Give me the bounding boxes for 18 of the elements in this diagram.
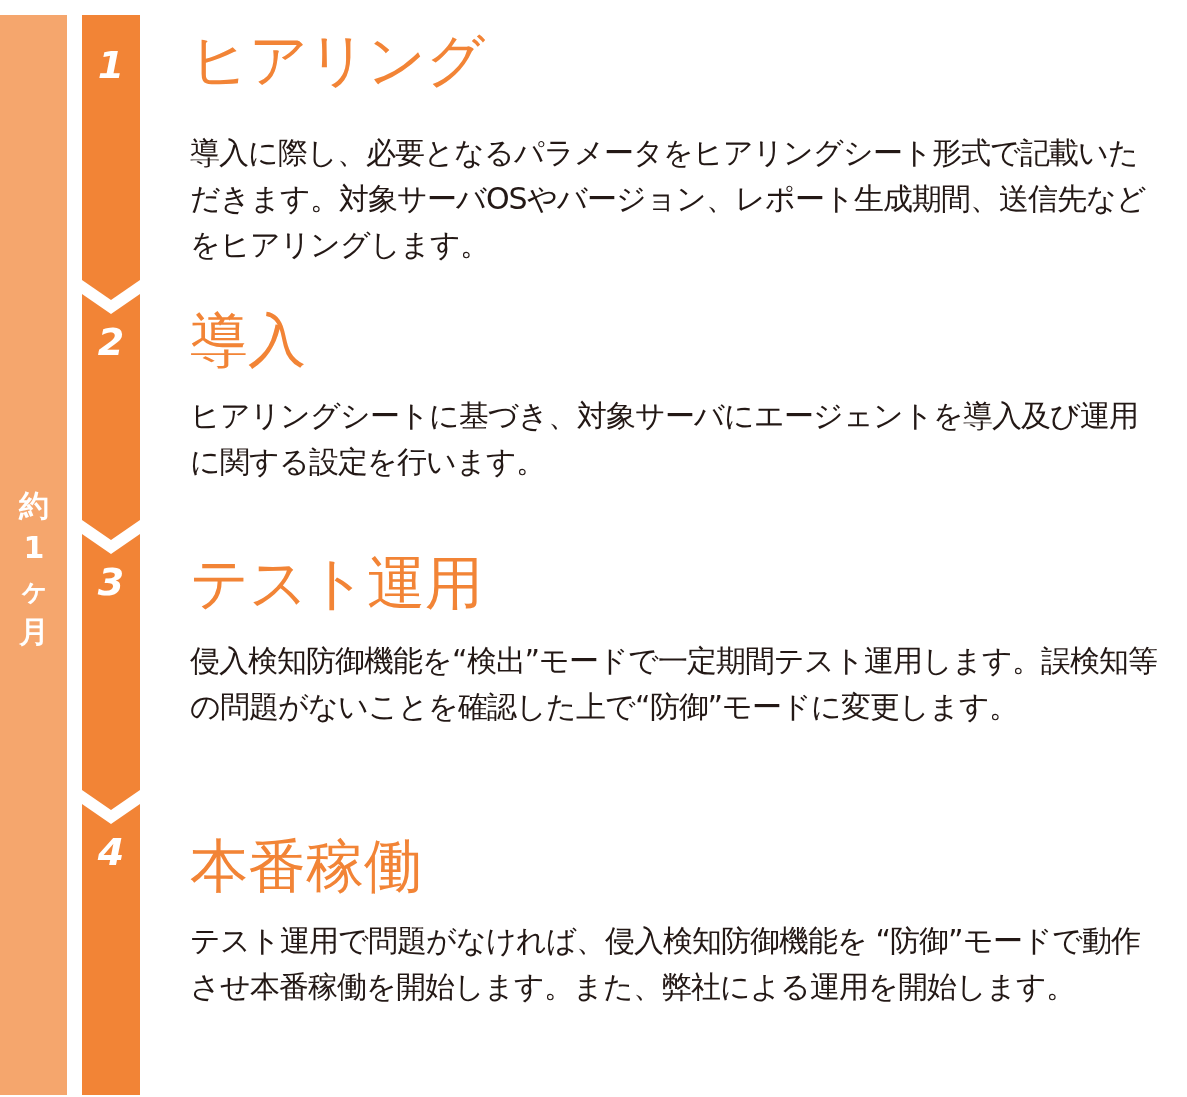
step-heading: 導入	[190, 305, 306, 376]
step-band	[82, 534, 140, 810]
step-band	[82, 294, 140, 540]
step-heading: ヒアリング	[190, 25, 485, 96]
step-number: 4	[96, 830, 126, 874]
step-description: ヒアリングシートに基づき、対象サーバにエージェントを導入及び運用に関する設定を行います。	[190, 397, 1139, 481]
step-number: 1	[96, 43, 126, 87]
timeline-bar	[0, 15, 67, 1095]
step-number: 3	[96, 560, 126, 604]
step-description: テスト運用で問題がなければ、侵入検知防御機能を “防御”モードで動作させ本番稼働を開始します。また、弊社による運用を開始します。	[190, 922, 1141, 1006]
step-description: 侵入検知防御機能を“検出”モードで一定期間テスト運用します。誤検知等の問題がないことを確認した上で“防御”モードに変更します。	[190, 642, 1159, 726]
step-band	[82, 804, 140, 1095]
step-band	[82, 15, 140, 300]
step-heading: 本番稼働	[190, 831, 422, 902]
step-number: 2	[96, 320, 126, 364]
duration-label: 約1ヶ月	[17, 487, 51, 651]
step-heading: テスト運用	[190, 548, 483, 619]
step-description: 導入に際し、必要となるパラメータをヒアリングシート形式で記載いただきます。対象サーバOSやバージョン、レポート生成期間、送信先などをヒアリングします。	[190, 134, 1147, 264]
